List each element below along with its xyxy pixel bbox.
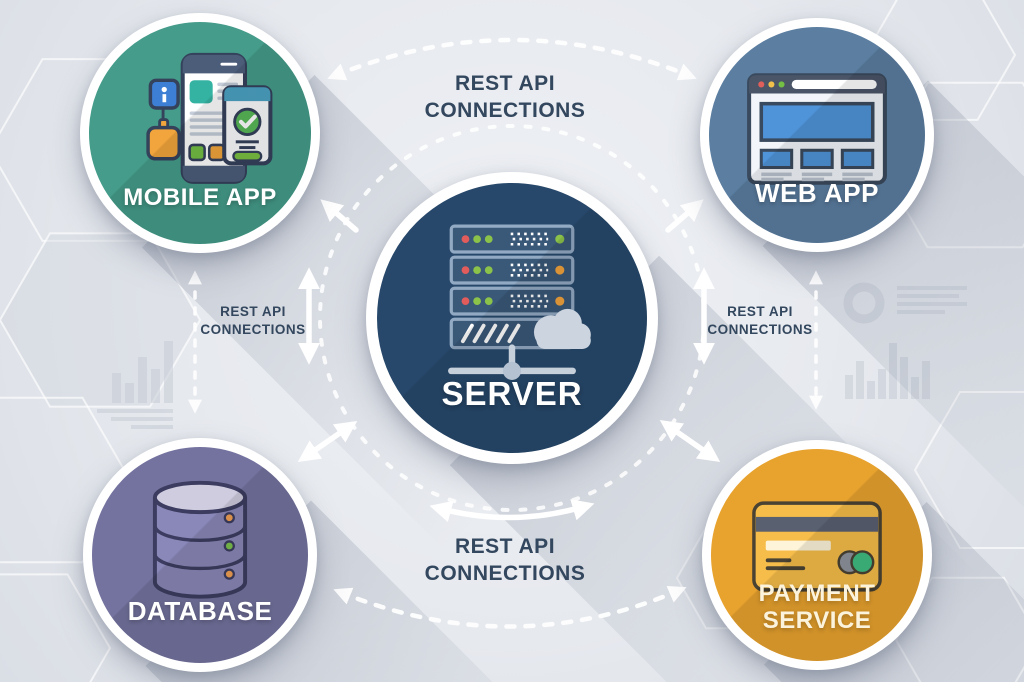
connection-label-right-line2: CONNECTIONS [707,321,813,337]
connection-label-left-line2: CONNECTIONS [200,321,306,337]
connection-label-bottom-line1: REST API [454,535,556,558]
connection-label-bottom: REST API CONNECTIONS [392,533,618,588]
arrow-server-payment [659,419,721,463]
credit-card-icon [752,501,882,592]
cloud-shape [533,308,591,349]
bg-bar-chart-left [97,341,173,429]
connection-label-left-line1: REST API [220,304,286,319]
node-label-server: SERVER [441,375,583,413]
database-cylinder-icon [152,480,248,599]
arrow-server-to-mobile [320,199,359,233]
server-rack-cloud-icon [448,224,591,380]
smartphone-app-icon [146,52,273,184]
payment-label-line2: SERVICE [762,607,872,635]
dashed-arc-database-payment [333,585,687,629]
payment-label-line1: PAYMENT [758,579,876,607]
node-label-mobile-app: MOBILE APP [123,184,277,212]
connection-label-right-line1: REST API [727,304,793,319]
connection-label-right: REST API CONNECTIONS [697,303,823,338]
arrow-curved-bottom [429,499,595,523]
node-label-web-app: WEB APP [755,178,879,209]
node-database: DATABASE [83,438,317,672]
arrow-server-to-web [665,199,704,233]
arrow-server-database [297,421,358,462]
connection-label-bottom-line2: CONNECTIONS [424,562,586,586]
node-label-database: DATABASE [127,596,273,627]
node-mobile-app: MOBILE APP [80,13,320,253]
node-web-app: WEB APP [700,18,934,252]
connection-label-top-line2: CONNECTIONS [424,99,586,123]
connection-label-top: REST API CONNECTIONS [392,70,618,125]
browser-window-icon [747,73,887,185]
connection-label-left: REST API CONNECTIONS [190,303,316,338]
node-payment-service: PAYMENT SERVICE [702,440,932,670]
connection-label-top-line1: REST API [454,72,556,95]
node-label-payment-service: PAYMENT SERVICE [711,580,923,635]
node-server: SERVER [366,172,658,464]
